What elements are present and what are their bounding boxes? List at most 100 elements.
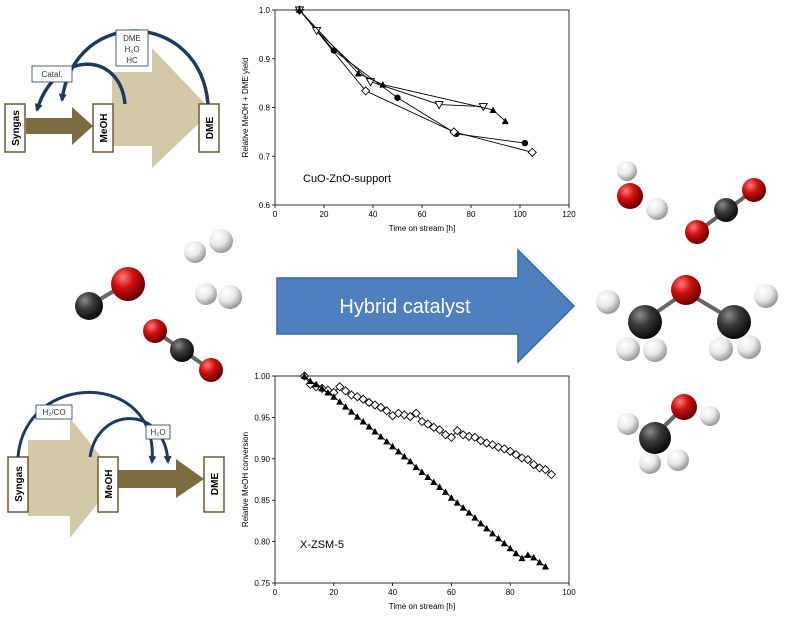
data-point-filled-triangle-up: [500, 539, 508, 547]
data-point-filled-triangle-up: [430, 478, 438, 485]
data-point-filled-triangle-up: [501, 117, 509, 125]
y-tick-label: 0.95: [254, 413, 270, 422]
bottom-meoh-box: [97, 456, 119, 513]
data-point-filled-triangle-up: [336, 398, 344, 405]
y-tick-label: 1.0: [259, 6, 271, 15]
data-point-filled-triangle-up: [377, 432, 385, 440]
data-point-open-diamond: [546, 469, 556, 480]
top-catal-callout: [31, 65, 73, 83]
bottom-big-process-arrow: [28, 418, 118, 538]
carbon-dioxide-molecule-icon: [143, 319, 223, 382]
series-line: [299, 9, 533, 153]
x-tick-label: 120: [562, 210, 576, 219]
top-syngas-label: Syngas: [11, 110, 22, 146]
data-point-open-diamond: [540, 464, 551, 475]
data-point-filled-triangle-up: [447, 494, 455, 501]
top-process-scheme: Syngas MeOH DME Catal. DME H₂O HC: [4, 29, 220, 168]
data-point-open-diamond: [446, 432, 457, 442]
data-point-filled-triangle-up: [477, 519, 485, 527]
data-point-filled-triangle-up: [318, 384, 326, 392]
data-point-open-triangle-down: [434, 101, 444, 110]
top-meoh-label: MeOH: [99, 114, 110, 143]
data-point-filled-triangle-up: [324, 389, 332, 396]
y-tick-label: 0.75: [254, 579, 270, 588]
top-catal-label: Catal.: [42, 70, 63, 79]
y-tick-label: 0.8: [259, 104, 271, 113]
data-point-filled-triangle-up: [541, 562, 549, 570]
data-point-filled-circle: [521, 139, 529, 147]
data-point-filled-triangle-up: [412, 463, 420, 471]
bottom-syngas-label: Syngas: [14, 466, 25, 502]
data-point-filled-triangle-up: [524, 551, 532, 558]
data-point-open-diamond: [335, 382, 345, 392]
x-axis-title: Time on stream [h]: [389, 224, 455, 233]
top-product-dme: DME: [123, 34, 141, 43]
top-product-hc: HC: [126, 56, 138, 65]
hydrogen-molecule-icon: [184, 229, 233, 263]
data-point-filled-triangle-up: [459, 504, 467, 511]
data-point-filled-triangle-up: [342, 403, 350, 410]
x-axis-title: Time on stream [h]: [389, 602, 455, 611]
methanol-molecule-icon: [617, 394, 720, 474]
bottom-dme-box: [203, 456, 225, 513]
x-tick-label: 100: [513, 210, 527, 219]
data-point-filled-circle: [330, 47, 337, 54]
data-point-filled-triangle-up: [506, 544, 514, 552]
data-point-open-diamond: [523, 454, 533, 465]
data-point-filled-triangle-up: [424, 473, 432, 481]
series-filled-triangle-up: [300, 372, 549, 570]
data-point-open-diamond: [382, 406, 392, 416]
chart-annotation: CuO-ZnO-support: [303, 173, 391, 185]
hybrid-catalyst-arrow: Hybrid catalyst: [276, 248, 576, 364]
x-tick-label: 20: [329, 588, 338, 597]
series-filled-circle: [296, 6, 529, 147]
x-tick-label: 80: [467, 210, 476, 219]
top-product-h2o: H₂O: [124, 45, 139, 54]
carbon-monoxide-molecule-icon: [75, 267, 145, 320]
top-syngas-box: [4, 103, 26, 153]
data-point-filled-triangle-up: [471, 514, 479, 521]
chart-annotation: X-ZSM-5: [300, 539, 344, 551]
series-open-diamond: [294, 5, 537, 157]
data-point-open-diamond: [376, 402, 386, 413]
data-point-filled-triangle-up: [483, 524, 491, 532]
data-point-open-diamond: [361, 86, 371, 96]
bottom-h2o-label: H₂O: [150, 428, 165, 437]
series-line: [299, 9, 484, 107]
series-line: [299, 9, 506, 122]
data-point-filled-triangle-up: [394, 447, 402, 455]
data-point-filled-triangle-up: [453, 499, 461, 506]
x-tick-label: 60: [418, 210, 427, 219]
series-line: [299, 9, 525, 144]
y-axis-title: Relative MeOH + DME yield: [241, 58, 250, 158]
data-point-open-diamond: [340, 386, 351, 396]
data-point-filled-triangle-up: [518, 554, 526, 562]
series-open-triangle-down: [294, 6, 489, 112]
data-point-open-diamond: [411, 408, 421, 418]
x-tick-label: 0: [273, 210, 278, 219]
top-meoh-box: [92, 103, 114, 153]
x-tick-label: 40: [388, 588, 397, 597]
data-point-filled-triangle-up: [353, 413, 361, 420]
y-tick-label: 0.90: [254, 455, 270, 464]
data-point-open-diamond: [464, 431, 474, 442]
data-point-filled-triangle-up: [379, 81, 387, 88]
hydrogen-molecule-icon: [195, 283, 242, 309]
data-point-open-diamond: [529, 459, 539, 470]
hybrid-arrow-shape: [276, 248, 576, 364]
data-point-open-diamond: [452, 426, 462, 436]
top-dme-label: DME: [205, 117, 216, 140]
data-point-open-diamond: [358, 394, 368, 404]
data-point-filled-triangle-up: [489, 106, 497, 113]
carbon-dioxide-molecule-icon: [685, 178, 766, 244]
top-products-callout: [115, 29, 149, 67]
data-point-filled-triangle-up: [442, 488, 450, 495]
data-point-filled-triangle-up: [436, 483, 444, 490]
top-recycle-arc-inner: [34, 62, 127, 112]
bottom-h2co-callout: [35, 404, 73, 420]
data-point-filled-triangle-up: [489, 529, 497, 537]
data-point-filled-triangle-up: [359, 418, 367, 425]
water-molecule-icon: [617, 161, 668, 220]
x-tick-label: 100: [562, 588, 576, 597]
